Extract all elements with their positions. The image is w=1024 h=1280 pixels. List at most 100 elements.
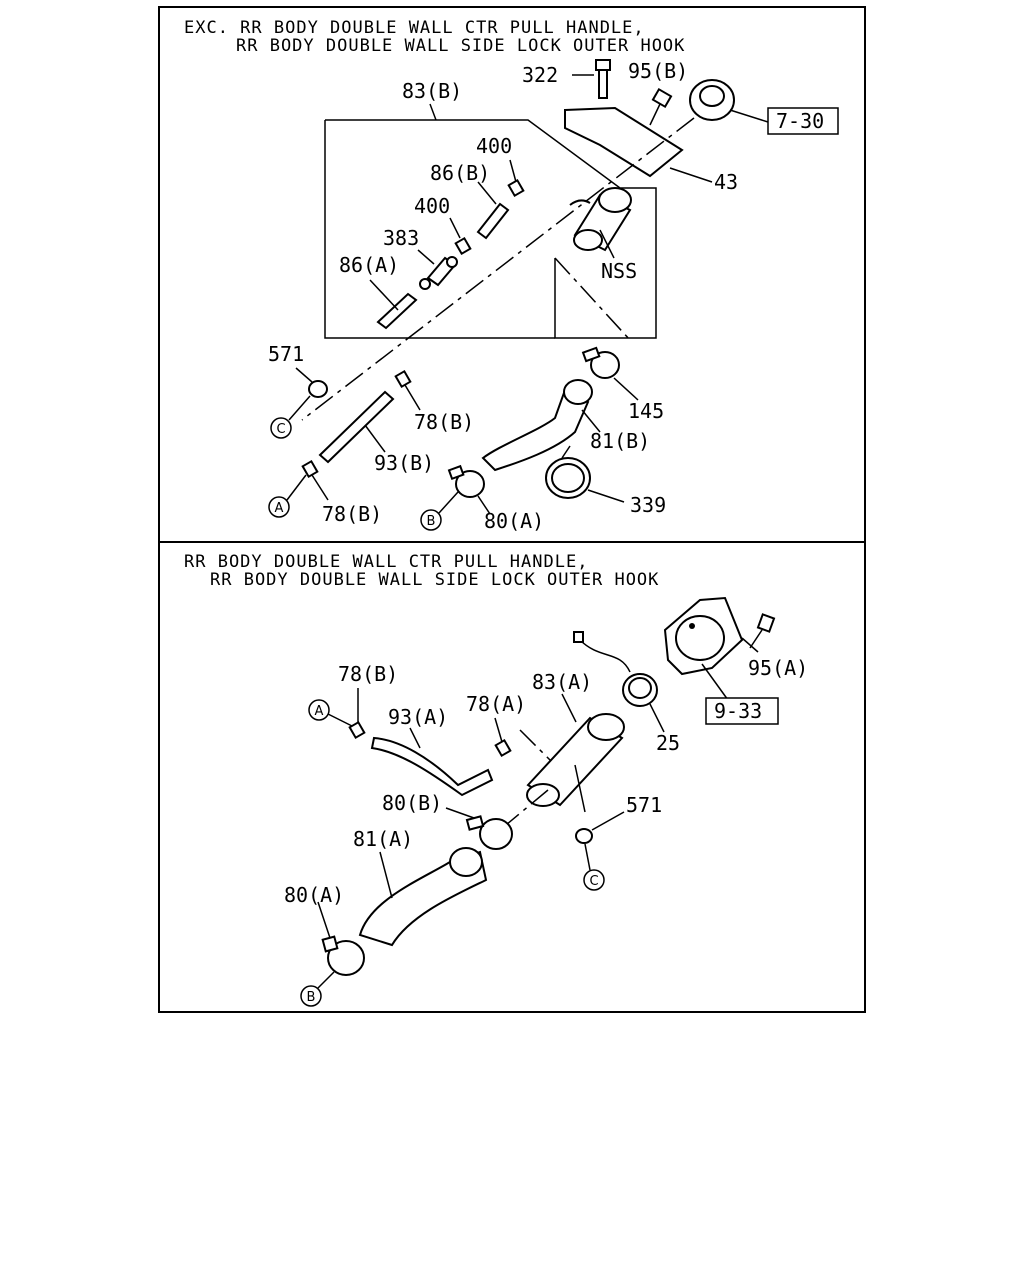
clip-78a [494, 738, 512, 758]
label-78b-2: 78(B) [322, 502, 382, 526]
leader-c-bottom [584, 843, 591, 871]
hose-86b [476, 202, 510, 240]
label-400a: 400 [476, 134, 512, 158]
bottom-header-line2: RR BODY DOUBLE WALL SIDE LOCK OUTER HOOK [210, 570, 659, 590]
label-nss: NSS [601, 259, 637, 283]
label-571-top: 571 [268, 342, 304, 366]
leader-9-33 [701, 663, 729, 701]
label-78a: 78(A) [466, 692, 526, 716]
label-25: 25 [656, 731, 680, 755]
bolt-95a [749, 613, 776, 649]
clip-78b-top2 [301, 459, 319, 479]
ref-c-top [270, 417, 292, 439]
leader-b-bottom [317, 971, 335, 989]
label-80a-bottom: 80(A) [284, 883, 344, 907]
ref-a-bottom [308, 699, 330, 721]
hose-81a [358, 847, 488, 947]
label-80b: 80(B) [382, 791, 442, 815]
filler-neck-nss [569, 187, 632, 252]
centerline-top-2 [554, 257, 631, 341]
label-86b: 86(B) [430, 161, 490, 185]
label-43: 43 [714, 170, 738, 194]
label-83b: 83(B) [402, 79, 462, 103]
ref-c-bottom-letter: C [589, 874, 598, 889]
ref-c-bottom [583, 869, 605, 891]
ref-b-bottom-letter: B [307, 990, 316, 1005]
label-95b: 95(B) [628, 59, 688, 83]
leader-400a [509, 159, 517, 183]
leader-78b-2 [311, 474, 329, 501]
bracket-outline-left [324, 120, 555, 339]
bolt-322 [595, 59, 611, 99]
leader-81a [379, 851, 393, 899]
leader-93b [364, 424, 386, 453]
leader-400b [449, 217, 461, 239]
leader-86a [369, 279, 399, 311]
leader-43 [669, 167, 713, 183]
pipe-93b [318, 390, 395, 464]
leader-83a [561, 693, 577, 723]
top-header-line1: EXC. RR BODY DOUBLE WALL CTR PULL HANDLE… [184, 18, 645, 38]
hose-86a [376, 292, 418, 330]
ref-a-bottom-letter: A [315, 704, 324, 719]
label-86a: 86(A) [339, 253, 399, 277]
leader-a-bottom [327, 713, 353, 727]
label-93b: 93(B) [374, 451, 434, 475]
centerline-top [301, 117, 695, 421]
fuel-cap-7-30 [689, 79, 735, 121]
top-header-line2: RR BODY DOUBLE WALL SIDE LOCK OUTER HOOK [236, 36, 685, 56]
leader-95a [741, 637, 759, 653]
leader-81b [581, 409, 601, 433]
label-322: 322 [522, 63, 558, 87]
leader-86b [477, 181, 497, 205]
filler-plate-9-33 [663, 596, 744, 676]
ref-box-7-30 [767, 107, 839, 135]
ref-b-top-letter: B [427, 514, 436, 529]
label-80a-top: 80(A) [484, 509, 544, 533]
leader-93a [409, 727, 421, 749]
leader-83b [429, 103, 437, 121]
leader-25 [649, 703, 665, 733]
leader-80a-bottom [317, 901, 331, 939]
label-9-33: 9-33 [714, 699, 762, 723]
leader-b-top [438, 491, 459, 514]
grommet-571-bottom [575, 828, 593, 844]
ref-c-top-letter: C [276, 422, 285, 437]
leader-571-top [295, 367, 313, 383]
label-400b: 400 [414, 194, 450, 218]
label-78b-bottom: 78(B) [338, 662, 398, 686]
clamp-145 [581, 346, 620, 379]
clip-78b-top1 [394, 369, 412, 389]
bolt-95b [649, 87, 673, 126]
hose-81b [481, 379, 593, 472]
label-81a: 81(A) [353, 827, 413, 851]
clamp-339 [545, 445, 591, 499]
leader-7-30 [729, 109, 769, 123]
ref-b-top [420, 509, 442, 531]
grommet-571-top [308, 380, 328, 398]
leader-a-top [286, 474, 307, 501]
leader-78a [494, 717, 503, 743]
clamp-80a-top [447, 464, 485, 498]
clamp-80a-bottom [321, 935, 365, 976]
clip-400-b [454, 236, 472, 256]
leader-339 [587, 489, 625, 503]
leader-nss [599, 229, 615, 259]
top-panel: EXC. RR BODY DOUBLE WALL CTR PULL HANDLE… [184, 18, 839, 533]
leader-c-top [288, 395, 311, 421]
leader-571-bottom [591, 811, 625, 831]
label-7-30: 7-30 [776, 109, 824, 133]
label-78b-1: 78(B) [414, 410, 474, 434]
bottom-panel-frame [158, 541, 866, 1013]
leader-80b [445, 807, 475, 819]
clip-78b-bottom [348, 720, 366, 740]
clamp-80b [465, 815, 513, 850]
label-81b: 81(B) [590, 429, 650, 453]
filler-neck-83a [526, 713, 625, 813]
label-339: 339 [630, 493, 666, 517]
valve-383 [419, 256, 458, 290]
centerline-bottom-1 [519, 729, 551, 761]
label-383: 383 [383, 226, 419, 250]
leader-78b-1 [404, 384, 421, 411]
